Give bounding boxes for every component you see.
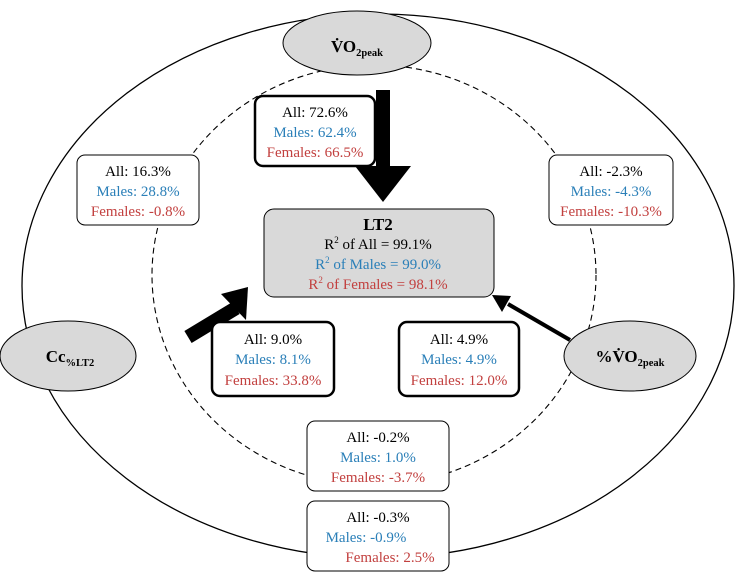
- svg-text:Males: -0.9%: Males: -0.9%: [326, 530, 407, 546]
- pvo2-prefix: %: [595, 347, 612, 366]
- cc-sub: %LT2: [66, 358, 95, 369]
- label-pct-vo2peak-direct: All: 4.9% Males: 4.9% Females: 12.0%: [397, 320, 521, 398]
- label-vo2peak-cc: All: 16.3% Males: 28.8% Females: -0.8%: [76, 154, 200, 226]
- svg-text:Cc%LT2: Cc%LT2: [46, 347, 95, 369]
- label-cc-direct: All: 9.0% Males: 8.1% Females: 33.8%: [210, 320, 336, 398]
- svg-text:Females: -3.7%: Females: -3.7%: [331, 470, 425, 486]
- cc-main: Cc: [46, 347, 66, 366]
- r2-males-text: R2 of Males = 99.0%: [315, 255, 441, 273]
- svg-text:Females: -0.8%: Females: -0.8%: [91, 204, 185, 220]
- svg-text:Females: 2.5%: Females: 2.5%: [345, 550, 434, 566]
- node-pct-vo2peak: %V̇O2peak: [563, 320, 697, 392]
- svg-text:Females: -10.3%: Females: -10.3%: [560, 204, 662, 220]
- svg-text:Males: 8.1%: Males: 8.1%: [235, 352, 311, 368]
- svg-text:Males: 4.9%: Males: 4.9%: [421, 352, 497, 368]
- node-cc-lt2: Cc%LT2: [0, 320, 137, 392]
- lt2-title: LT2: [363, 215, 393, 234]
- r2-females-text: R2 of Females = 98.1%: [308, 275, 447, 293]
- pvo2-sub: 2peak: [638, 358, 665, 369]
- svg-text:All: -0.3%: All: -0.3%: [346, 510, 409, 526]
- svg-text:%V̇O2peak: %V̇O2peak: [595, 347, 664, 369]
- arrow-vo2peak-to-lt2: [355, 90, 411, 202]
- node-vo2peak: V̇O2peak: [282, 10, 432, 76]
- vo2peak-sub: 2peak: [356, 48, 383, 59]
- svg-text:All: 4.9%: All: 4.9%: [430, 332, 488, 348]
- arrow-pvo2-to-lt2: [492, 295, 572, 342]
- svg-text:Females: 66.5%: Females: 66.5%: [267, 145, 364, 161]
- svg-text:Females: 33.8%: Females: 33.8%: [225, 373, 322, 389]
- pvo2-dot-v: V̇: [612, 347, 625, 366]
- arrow-cc-to-lt2: [184, 287, 248, 343]
- center-lt2-box: LT2 R2 of All = 99.1% R2 of Males = 99.0…: [263, 208, 495, 298]
- svg-text:Males: -4.3%: Males: -4.3%: [571, 184, 652, 200]
- svg-text:All: 16.3%: All: 16.3%: [105, 164, 171, 180]
- label-vo2peak-direct: All: 72.6% Males: 62.4% Females: 66.5%: [253, 94, 377, 168]
- r2-all-text: R2 of All = 99.1%: [324, 235, 432, 253]
- vo2peak-dot-v: V̇: [331, 37, 344, 56]
- inner-ellipse: [151, 64, 597, 486]
- label-cc-pct-outer: All: -0.3% Males: -0.9% Females: 2.5%: [306, 500, 450, 572]
- svg-text:Males: 28.8%: Males: 28.8%: [96, 184, 179, 200]
- svg-text:All: -2.3%: All: -2.3%: [579, 164, 642, 180]
- svg-text:V̇O2peak: V̇O2peak: [331, 37, 383, 59]
- svg-text:All: -0.2%: All: -0.2%: [346, 430, 409, 446]
- vo2peak-o: O: [343, 37, 356, 56]
- svg-text:All: 9.0%: All: 9.0%: [244, 332, 302, 348]
- svg-text:Males: 62.4%: Males: 62.4%: [273, 125, 356, 141]
- label-vo2peak-pct: All: -2.3% Males: -4.3% Females: -10.3%: [548, 154, 674, 226]
- svg-text:Males: 1.0%: Males: 1.0%: [340, 450, 416, 466]
- label-cc-pct-inner: All: -0.2% Males: 1.0% Females: -3.7%: [306, 420, 450, 492]
- svg-text:All: 72.6%: All: 72.6%: [282, 105, 348, 121]
- pvo2-o: O: [624, 347, 637, 366]
- svg-text:Females: 12.0%: Females: 12.0%: [411, 373, 508, 389]
